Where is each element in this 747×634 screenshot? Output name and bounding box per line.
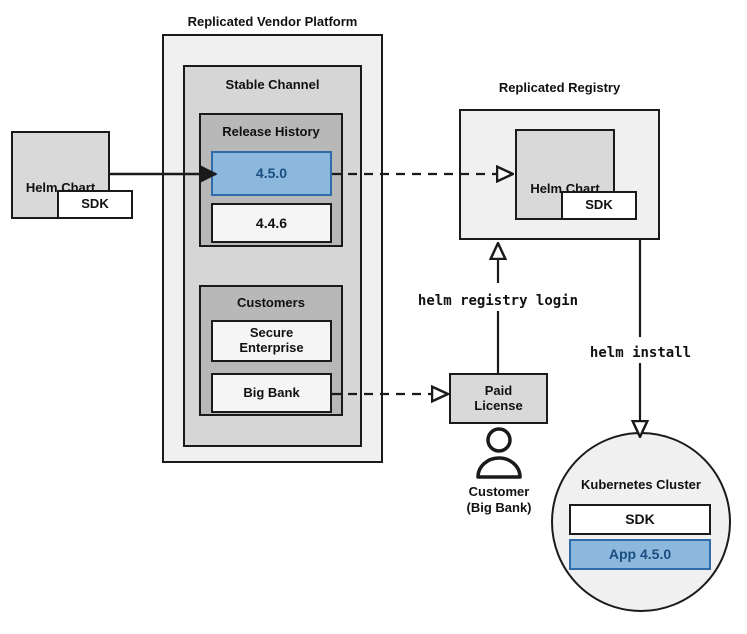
registry-sdk-box: SDK [561, 191, 637, 220]
customer-caption: Customer (Big Bank) [466, 484, 532, 515]
registry-title: Replicated Registry [498, 80, 621, 95]
release-item-4-5-0[interactable]: 4.5.0 [211, 151, 332, 196]
customer-entry-label: Big Bank [243, 384, 300, 400]
helm-registry-login-command: helm registry login [417, 293, 579, 309]
customers-label: Customers [237, 295, 305, 310]
kubernetes-cluster-label: Kubernetes Cluster [581, 477, 701, 492]
cluster-component-label: SDK [625, 511, 655, 528]
customer-entry-secure-enterprise[interactable]: Secure Enterprise [211, 320, 332, 362]
cluster-component-label: App 4.5.0 [608, 546, 672, 563]
paid-license-label: Paid License [474, 382, 523, 413]
platform-title: Replicated Vendor Platform [187, 14, 358, 29]
customer-entry-label: Secure Enterprise [239, 325, 304, 355]
release-version-label: 4.5.0 [255, 165, 288, 182]
cluster-component-app: App 4.5.0 [569, 539, 711, 570]
helm-install-command: helm install [589, 345, 692, 361]
source-sdk-label: SDK [81, 196, 109, 212]
registry-sdk-label: SDK [585, 197, 613, 213]
paid-license-box: Paid License [449, 373, 548, 424]
customer-entry-big-bank[interactable]: Big Bank [211, 373, 332, 413]
cluster-component-sdk: SDK [569, 504, 711, 535]
source-sdk-box: SDK [57, 190, 133, 219]
stable-channel-label: Stable Channel [225, 77, 320, 92]
customer-person-icon [476, 427, 522, 479]
release-history-label: Release History [222, 124, 320, 139]
release-item-4-4-6[interactable]: 4.4.6 [211, 203, 332, 243]
release-version-label: 4.4.6 [255, 214, 288, 231]
